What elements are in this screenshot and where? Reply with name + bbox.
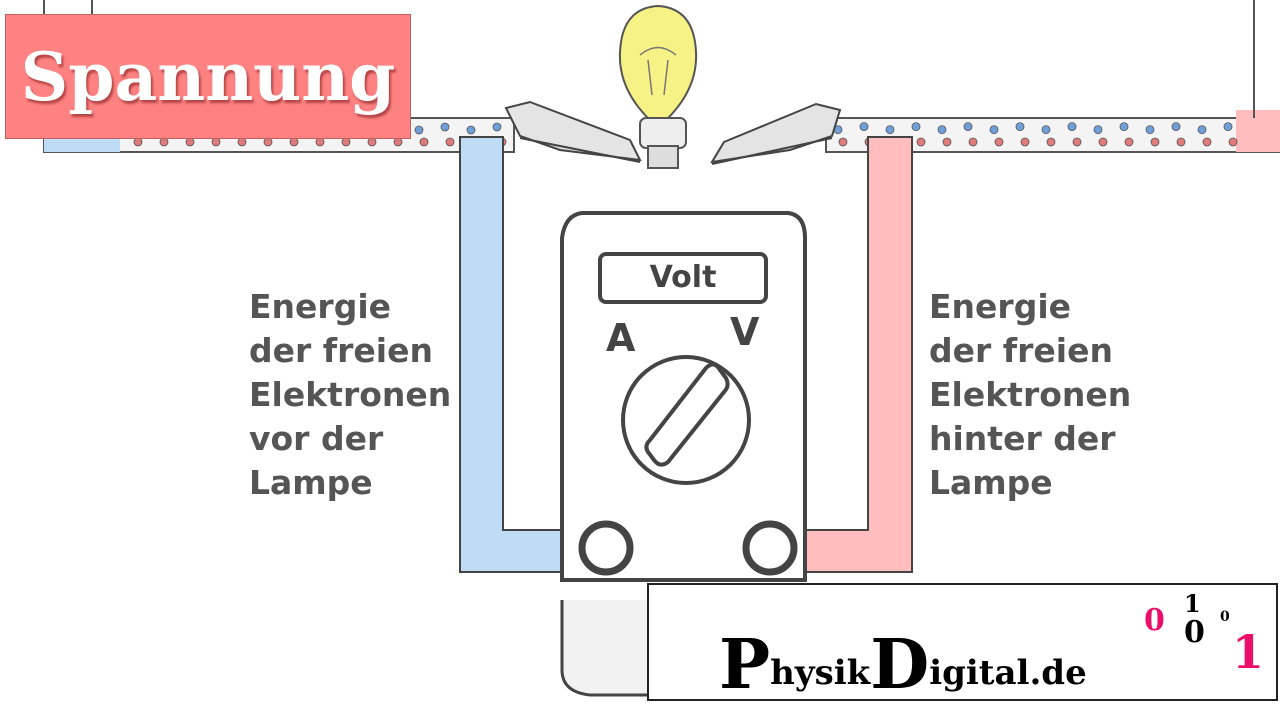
electron	[237, 137, 247, 147]
logo-binary-digits: 0 0 1 0 1	[1144, 589, 1274, 679]
energy-before-lamp-text: Energie der freien Elektronen vor der La…	[249, 287, 452, 502]
electron	[1176, 137, 1186, 147]
electron	[1098, 137, 1108, 147]
electron	[885, 125, 895, 135]
logo-letter-p: P	[719, 625, 771, 705]
logo-digit: 0	[1144, 603, 1165, 638]
energy-after-lamp-text: Energie der freien Elektronen hinter der…	[929, 287, 1132, 502]
electron	[1067, 122, 1077, 132]
electron	[1228, 137, 1238, 147]
electron	[211, 137, 221, 147]
electron	[341, 137, 351, 147]
electron	[1072, 137, 1082, 147]
electron	[1124, 137, 1134, 147]
page-title: Spannung	[20, 37, 396, 116]
electron	[937, 125, 947, 135]
electron	[1093, 125, 1103, 135]
electron	[185, 137, 195, 147]
volt-port-label: V	[730, 310, 760, 354]
physikdigital-logo[interactable]: PhysikDigital.de 0 0 1 0 1	[647, 583, 1278, 705]
electron	[492, 122, 502, 132]
meter-display-label: Volt	[649, 260, 717, 295]
electron	[942, 137, 952, 147]
logo-digit: 0	[1220, 609, 1230, 625]
electron	[419, 137, 429, 147]
electron	[445, 137, 455, 147]
electron	[1015, 122, 1025, 132]
electron	[911, 122, 921, 132]
electron	[963, 122, 973, 132]
electron	[1197, 125, 1207, 135]
logo-digit: 0	[1184, 615, 1205, 650]
electron	[159, 137, 169, 147]
logo-digit: 1	[1184, 589, 1201, 618]
electron	[1119, 122, 1129, 132]
light-bulb	[618, 4, 698, 169]
electron	[838, 137, 848, 147]
electron	[968, 137, 978, 147]
logo-text-hysik: hysik	[770, 653, 871, 693]
electron	[440, 122, 450, 132]
logo-letter-d: D	[870, 625, 930, 705]
electron	[994, 137, 1004, 147]
logo-digit: 1	[1232, 625, 1265, 679]
electron	[1150, 137, 1160, 147]
electron	[1046, 137, 1056, 147]
logo-wordmark: PhysikDigital.de	[719, 625, 1087, 705]
electron	[367, 137, 377, 147]
electron	[263, 137, 273, 147]
electron	[315, 137, 325, 147]
electron	[414, 125, 424, 135]
electron	[1020, 137, 1030, 147]
electron	[1041, 125, 1051, 135]
electron	[859, 122, 869, 132]
electron	[989, 125, 999, 135]
title-banner: Spannung	[5, 14, 411, 139]
electron	[1223, 122, 1233, 132]
electron	[393, 137, 403, 147]
electron	[916, 137, 926, 147]
electron	[1171, 122, 1181, 132]
electron	[466, 125, 476, 135]
electron	[289, 137, 299, 147]
multimeter	[560, 211, 807, 697]
electron	[1202, 137, 1212, 147]
alligator-clip-left	[504, 100, 642, 163]
ampere-port-label: A	[606, 316, 636, 360]
logo-text-igital: igital.de	[929, 653, 1087, 693]
alligator-clip-right	[710, 102, 842, 165]
electron	[133, 137, 143, 147]
electron	[1145, 125, 1155, 135]
